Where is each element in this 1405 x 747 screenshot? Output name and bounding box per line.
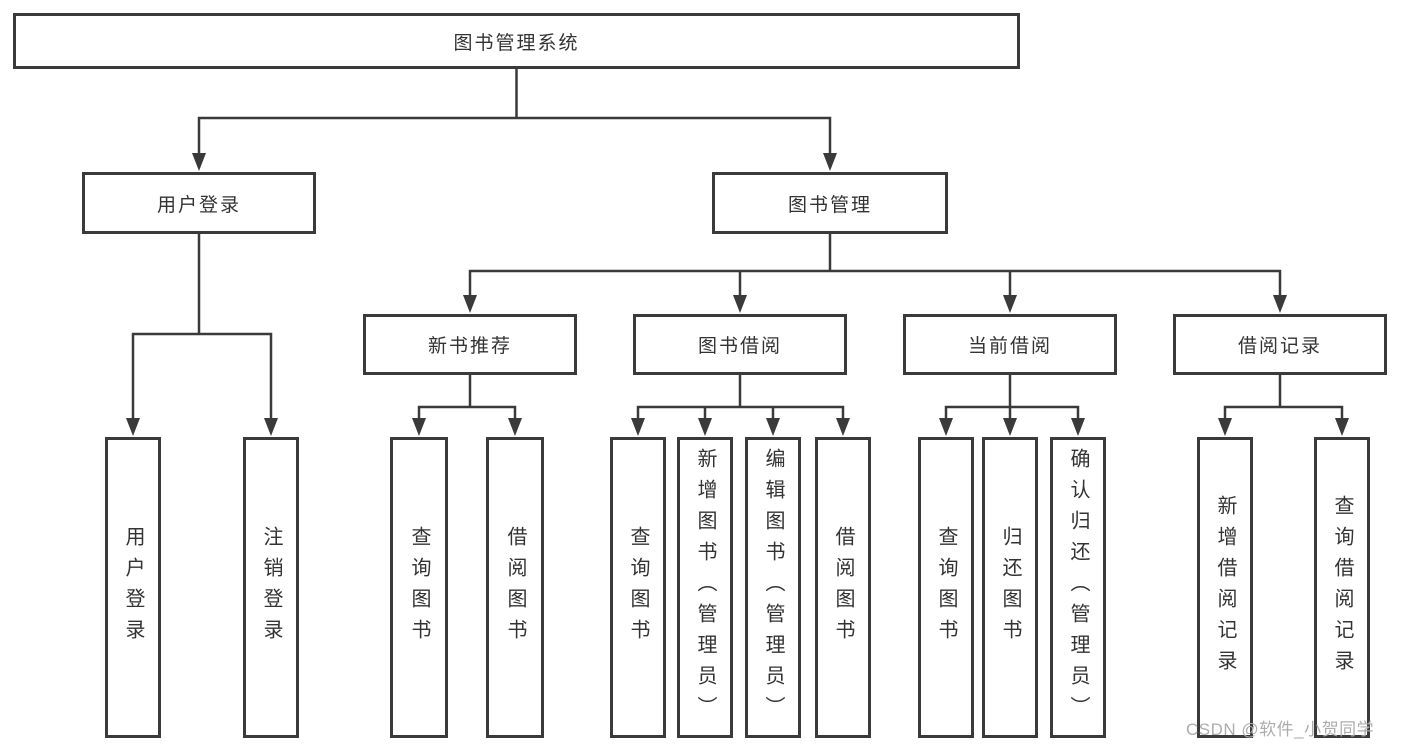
node-book-borrowing: 图书借阅 <box>633 314 847 375</box>
node-book-management: 图书管理 <box>712 172 948 234</box>
arrowhead <box>939 418 953 436</box>
csdn-watermark: CSDN @软件_小贺同学 <box>1186 720 1375 739</box>
node-leaf-confirm-return-admin: 确认归还（管理员） <box>1050 437 1106 738</box>
connector-current-borrowing <box>939 373 1085 436</box>
node-label: 编辑图书（管理员） <box>762 448 784 727</box>
node-label: 查询图书 <box>627 525 649 650</box>
node-label: 当前借阅 <box>967 336 1052 357</box>
node-label: 确认归还（管理员） <box>1067 448 1089 727</box>
node-leaf-return-book: 归还图书 <box>982 437 1038 738</box>
node-label: 图书管理 <box>787 194 872 216</box>
arrowhead <box>1003 418 1017 436</box>
node-leaf-query-books-recommend: 查询图书 <box>390 437 448 738</box>
node-label: 图书管理系统 <box>453 32 580 54</box>
node-label: 借阅图书 <box>504 525 526 650</box>
node-leaf-add-borrow-record: 新增借阅记录 <box>1197 437 1253 738</box>
arrowhead <box>264 418 278 436</box>
arrowhead <box>766 418 780 436</box>
node-label: 借阅图书 <box>832 525 854 650</box>
arrowhead <box>1218 418 1232 436</box>
connector-user-login <box>126 232 278 436</box>
node-label: 图书借阅 <box>697 336 782 357</box>
node-label: 注销登录 <box>260 525 282 650</box>
node-leaf-edit-book-admin: 编辑图书（管理员） <box>745 437 801 738</box>
node-leaf-query-borrow-record: 查询借阅记录 <box>1314 437 1370 738</box>
arrowhead <box>1071 418 1085 436</box>
arrowhead <box>631 418 645 436</box>
node-label: 新增图书（管理员） <box>694 448 716 727</box>
node-leaf-query-books-borrow: 查询图书 <box>610 437 666 738</box>
node-new-book-recommend: 新书推荐 <box>363 314 577 375</box>
connector-book-borrowing <box>631 373 850 436</box>
arrowhead <box>733 295 747 313</box>
node-label: 新书推荐 <box>427 336 512 357</box>
arrowhead <box>508 418 522 436</box>
node-leaf-borrow-books: 借阅图书 <box>815 437 871 738</box>
node-user-login: 用户登录 <box>82 172 316 234</box>
node-label: 查询图书 <box>408 525 430 650</box>
node-label: 新增借阅记录 <box>1214 494 1236 681</box>
node-label: 归还图书 <box>999 525 1021 650</box>
connector-book-management <box>463 232 1287 313</box>
node-leaf-add-book-admin: 新增图书（管理员） <box>677 437 733 738</box>
arrowhead <box>823 153 837 171</box>
connector-borrowing-records <box>1218 373 1349 436</box>
node-leaf-borrow-books-recommend: 借阅图书 <box>486 437 544 738</box>
arrowhead <box>1003 295 1017 313</box>
node-label: 借阅记录 <box>1237 336 1322 357</box>
arrowhead <box>412 418 426 436</box>
arrowhead <box>698 418 712 436</box>
connector-new-book-recommend <box>412 373 522 436</box>
arrowhead <box>126 418 140 436</box>
node-label: 用户登录 <box>122 525 144 650</box>
arrowhead <box>836 418 850 436</box>
node-root-library-system: 图书管理系统 <box>13 13 1020 69</box>
node-label: 用户登录 <box>156 194 241 216</box>
connector-root <box>192 67 837 171</box>
arrowhead <box>463 295 477 313</box>
node-leaf-user-login: 用户登录 <box>105 437 161 738</box>
node-label: 查询借阅记录 <box>1331 494 1353 681</box>
arrowhead <box>1335 418 1349 436</box>
node-current-borrowing: 当前借阅 <box>903 314 1117 375</box>
node-leaf-query-books-current: 查询图书 <box>918 437 974 738</box>
node-label: 查询图书 <box>935 525 957 650</box>
arrowhead <box>1273 295 1287 313</box>
arrowhead <box>192 153 206 171</box>
node-leaf-logout: 注销登录 <box>243 437 299 738</box>
node-borrowing-records: 借阅记录 <box>1173 314 1387 375</box>
